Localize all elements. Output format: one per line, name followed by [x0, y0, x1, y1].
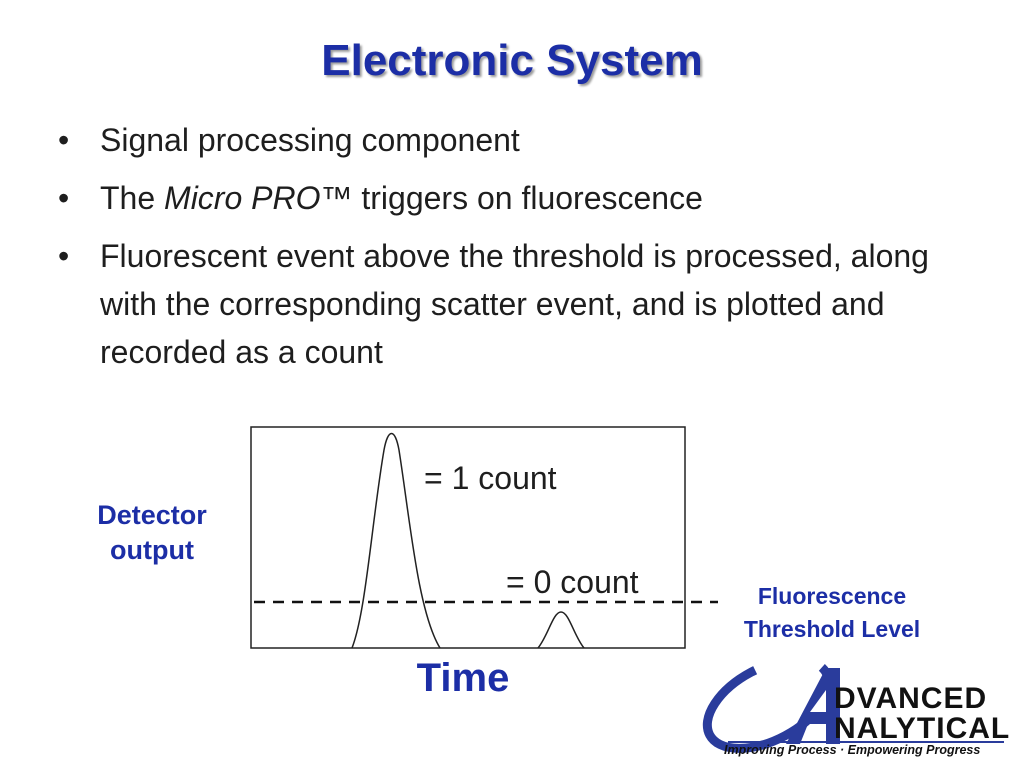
bullet-text: Signal processing component: [100, 122, 520, 158]
bullet-item: • The Micro PRO™ triggers on fluorescenc…: [58, 174, 968, 222]
y-axis-label-line: output: [110, 535, 194, 565]
small-peak: [537, 611, 585, 649]
large-peak: [351, 432, 441, 649]
logo-word: DVANCED: [834, 682, 988, 715]
plot-frame: [250, 426, 686, 649]
threshold-label-line: Fluorescence: [757, 583, 907, 609]
threshold-label: Fluorescence Threshold Level: [712, 580, 952, 646]
bullet-text: Fluorescent event above the threshold is…: [100, 238, 929, 370]
bullet-marker: •: [58, 180, 70, 216]
bullet-item: • Signal processing component: [58, 116, 968, 164]
bullet-item: • Fluorescent event above the threshold …: [58, 232, 968, 376]
slide-title: Electronic System: [321, 36, 703, 85]
small-peak-label: = 0 count: [506, 564, 639, 600]
logo-tagline: Improving Process · Empowering Progress: [724, 743, 981, 757]
logo-swoosh: [702, 655, 1004, 753]
y-axis-label: Detector output: [72, 498, 232, 568]
bullet-marker: •: [58, 238, 70, 274]
bullet-text: The: [100, 180, 165, 216]
large-peak-label: = 1 count: [424, 460, 557, 496]
logo-word: NALYTICAL: [834, 712, 1011, 745]
bullet-text: triggers on fluorescence: [352, 180, 703, 216]
product-name: Micro PRO™: [164, 180, 353, 216]
threshold-label-line: Threshold Level: [743, 616, 921, 642]
logo-letter-a: [786, 668, 840, 744]
y-axis-label-line: Detector: [97, 500, 207, 530]
bullet-marker: •: [58, 122, 70, 158]
bullet-list: • Signal processing component • The Micr…: [58, 116, 968, 386]
x-axis-label: Time: [416, 656, 510, 700]
